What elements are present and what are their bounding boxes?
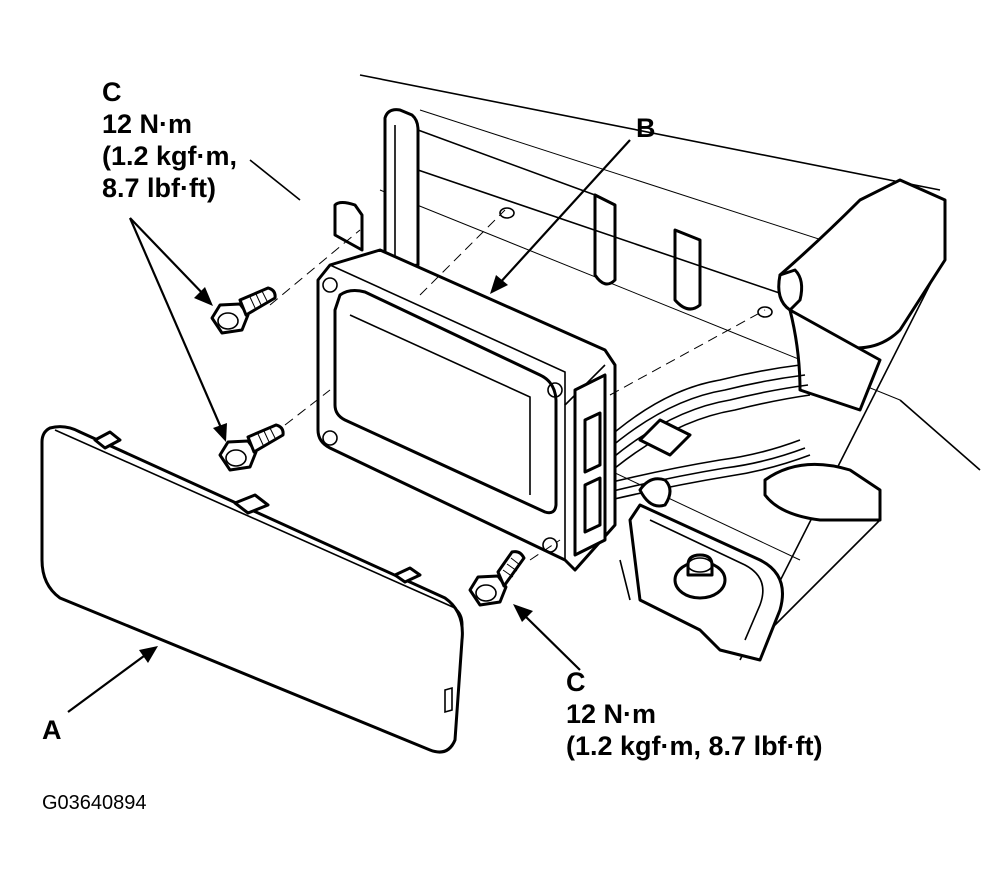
label-c-top-kgf: (1.2 kgf·m, <box>102 141 238 171</box>
label-c-bottom-letter: C <box>566 667 586 697</box>
bolt-middle <box>218 423 285 472</box>
label-c-top-torque: 12 N·m <box>102 109 193 139</box>
label-c-bottom: C 12 N·m (1.2 kgf·m, 8.7 lbf·ft) <box>566 666 823 762</box>
label-c-bottom-values: (1.2 kgf·m, 8.7 lbf·ft) <box>566 731 823 761</box>
mounting-floor <box>249 74 981 661</box>
cover-panel <box>40 425 464 754</box>
figure-code: G03640894 <box>42 792 147 814</box>
bolt-lower <box>468 550 526 607</box>
label-c-top-lbf: 8.7 lbf·ft) <box>102 173 216 203</box>
guide-lines <box>269 207 773 561</box>
control-unit <box>316 248 617 572</box>
label-b: B <box>636 113 656 143</box>
bolt-upper <box>210 286 277 335</box>
mounting-bracket <box>333 108 801 311</box>
label-c-top: C 12 N·m (1.2 kgf·m, 8.7 lbf·ft) <box>102 76 237 204</box>
label-c-top-letter: C <box>102 77 122 107</box>
label-a: A <box>42 715 62 745</box>
label-c-bottom-torque: 12 N·m <box>566 699 657 729</box>
floor-nut <box>673 553 727 600</box>
wire-harness <box>599 178 947 508</box>
leader-arrows <box>67 139 631 713</box>
